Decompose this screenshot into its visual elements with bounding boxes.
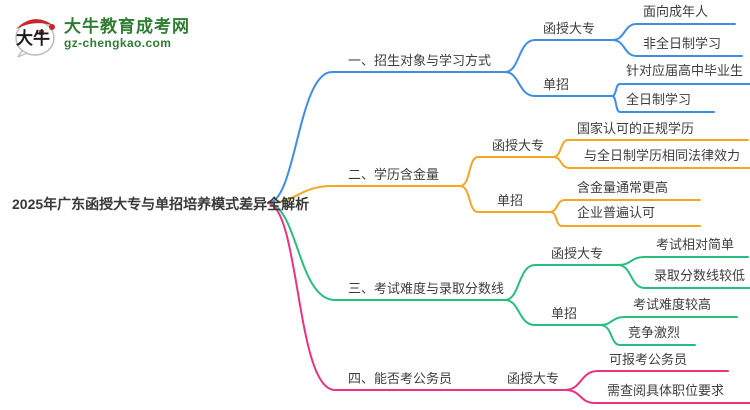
branch-2-value-label: 二、学历含金量 (348, 167, 440, 182)
leaf-hs-graduates: 针对应届高中毕业生 (626, 63, 744, 78)
leaf-full-time-study: 全日制学习 (626, 92, 692, 107)
site-logo: 大牛 大牛教育成考网 gz-chengkao.com (12, 14, 190, 58)
leaf-state-recognized: 国家认可的正规学历 (577, 121, 695, 136)
leaf-fierce-competition: 竞争激烈 (628, 325, 681, 340)
leaf-low-cutoff: 录取分数线较低 (654, 268, 746, 283)
leaf-check-position-requirements: 需查阅具体职位要求 (607, 383, 725, 398)
leaf-hard-exam: 考试难度较高 (633, 297, 712, 312)
branch-3-difficulty-label: 三、考试难度与录取分数线 (348, 281, 505, 296)
leaf-higher-value: 含金量通常更高 (577, 180, 669, 195)
b1-hanshou-label: 函授大专 (543, 21, 596, 36)
b3-hanshou-label: 函授大专 (551, 246, 604, 261)
site-url: gz-chengkao.com (64, 36, 172, 50)
mindmap-root-title: 2025年广东函授大专与单招培养模式差异全解析 (12, 196, 310, 212)
branch-1-enrollment-label: 一、招生对象与学习方式 (348, 53, 492, 68)
b3-danzhao-label: 单招 (551, 306, 578, 321)
b1-danzhao-label: 单招 (543, 77, 570, 92)
leaf-part-time-study: 非全日制学习 (643, 36, 722, 51)
leaf-adults: 面向成年人 (643, 4, 709, 19)
daniu-logo-icon: 大牛 (15, 19, 55, 58)
leaf-can-apply-civil-service: 可报考公务员 (609, 352, 688, 367)
svg-text:大牛: 大牛 (16, 28, 50, 49)
b4-hanshou-label: 函授大专 (507, 371, 560, 386)
site-name: 大牛教育成考网 (64, 17, 190, 36)
leaf-equal-legal-effect: 与全日制学历相同法律效力 (584, 148, 741, 163)
b2-hanshou-label: 函授大专 (492, 138, 545, 153)
branch-4-civil-service-label: 四、能否考公务员 (348, 371, 453, 386)
leaf-easy-exam: 考试相对简单 (656, 237, 735, 252)
b2-danzhao-label: 单招 (497, 193, 524, 208)
leaf-enterprise-recognized: 企业普遍认可 (577, 205, 656, 220)
